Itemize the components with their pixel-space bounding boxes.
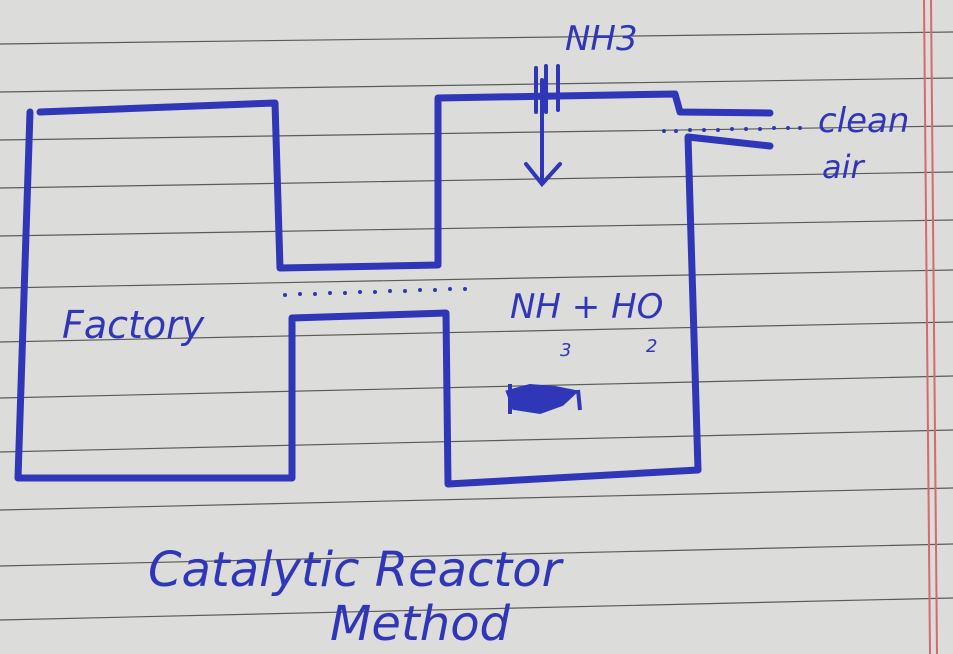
title-line-2: Method (330, 596, 511, 652)
clean-label: clean (818, 101, 909, 141)
factory-label: Factory (62, 303, 205, 347)
title-line-1: Catalytic Reactor (148, 542, 565, 598)
nh3-label: NH3 (565, 19, 638, 59)
air-label: air (822, 148, 866, 186)
ho-subscript: 2 (646, 336, 657, 357)
nh3-subscript: 3 (560, 340, 571, 361)
reaction-label: NH + HO (510, 287, 663, 327)
